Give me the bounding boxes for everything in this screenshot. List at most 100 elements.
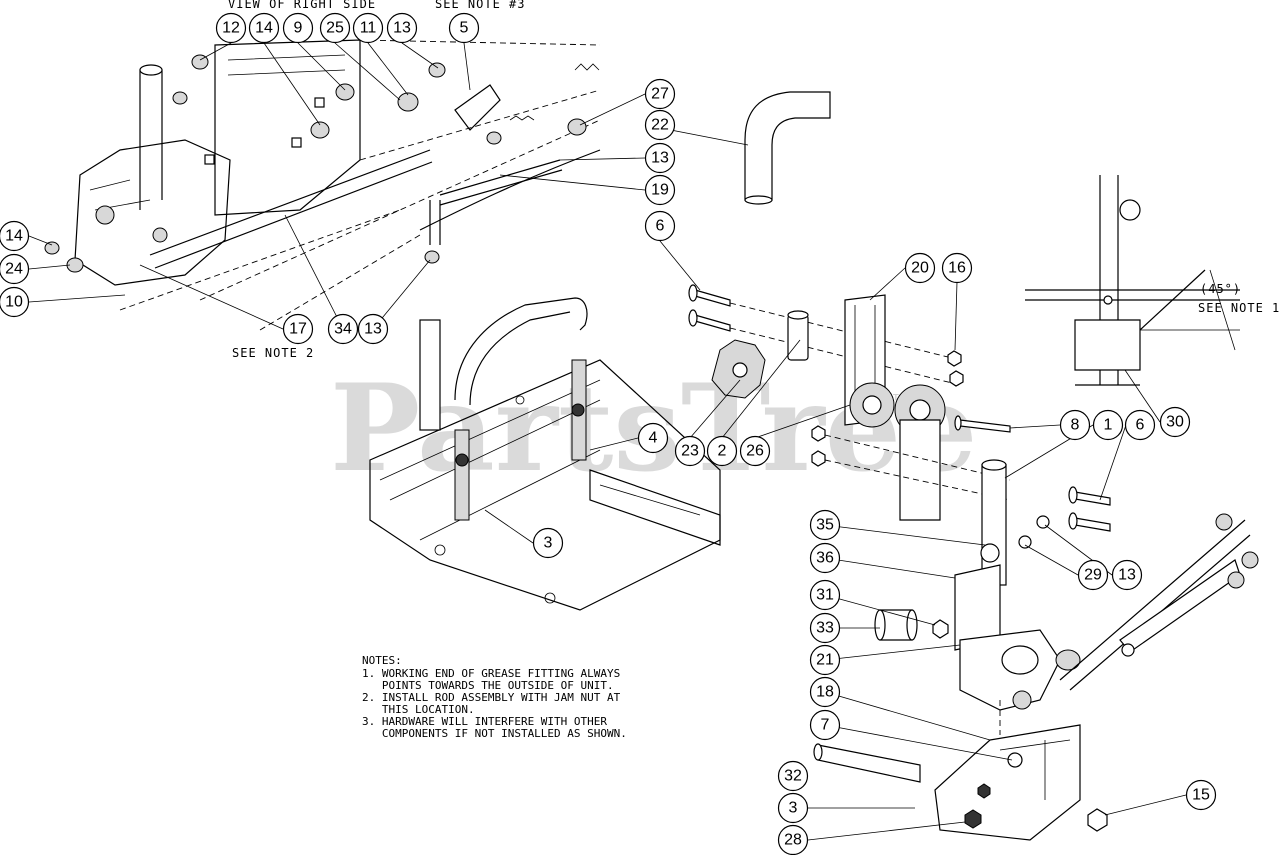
callout-number: 13 (393, 20, 411, 37)
note-line-3: 2. INSTALL ROD ASSEMBLY WITH JAM NUT AT (362, 691, 621, 704)
callout-number: 16 (948, 260, 966, 277)
callout-number: 7 (821, 717, 830, 734)
callout-18: 18 (809, 676, 841, 708)
callout-number: 31 (816, 587, 834, 604)
callout-number: 29 (1084, 567, 1102, 584)
callout-number: 6 (656, 218, 665, 235)
callout-number: 13 (364, 321, 382, 338)
top-left-assembly (44, 39, 601, 331)
callout-number: 3 (789, 800, 798, 817)
callout-13: 13 (357, 313, 389, 345)
callout-number: 27 (651, 86, 669, 103)
middle-exploded-parts (688, 284, 1011, 521)
callout-number: 3 (544, 535, 553, 552)
callout-16: 16 (941, 252, 973, 284)
note-line-5: 3. HARDWARE WILL INTERFERE WITH OTHER (362, 715, 607, 728)
see-note-3-label: SEE NOTE #3 (435, 0, 525, 11)
notes-block: NOTES: 1. WORKING END OF GREASE FITTING … (362, 654, 627, 740)
callout-33: 33 (809, 612, 841, 644)
see-note-1-label: SEE NOTE 1 (1198, 301, 1280, 315)
callout-number: 8 (1071, 417, 1080, 434)
callout-2: 2 (706, 435, 738, 467)
see-note-2-label: SEE NOTE 2 (232, 346, 314, 360)
callout-number: 36 (816, 550, 834, 567)
callout-5: 5 (448, 12, 480, 44)
lower-right-assembly (813, 459, 1259, 841)
callout-26: 26 (739, 435, 771, 467)
tube-part-22 (744, 91, 831, 205)
callout-number: 9 (294, 20, 303, 37)
callout-number: 17 (289, 321, 307, 338)
callout-number: 34 (334, 321, 352, 338)
leader-lines (28, 42, 1187, 841)
callout-4: 4 (637, 422, 669, 454)
callout-34: 34 (327, 313, 359, 345)
callout-30: 30 (1159, 406, 1191, 438)
callout-number: 11 (360, 20, 377, 37)
callout-number: 14 (5, 228, 23, 245)
notes-heading: NOTES: (362, 654, 402, 667)
callout-9: 9 (282, 12, 314, 44)
middle-frame-assembly (369, 297, 721, 611)
callout-22: 22 (644, 109, 676, 141)
callout-32: 32 (777, 760, 809, 792)
callout-number: 6 (1136, 417, 1145, 434)
callout-number: 26 (746, 443, 764, 460)
callout-35: 35 (809, 509, 841, 541)
callout-7: 7 (809, 709, 841, 741)
callout-number: 32 (784, 768, 802, 785)
callout-number: 30 (1166, 414, 1184, 431)
note-line-1: 1. WORKING END OF GREASE FITTING ALWAYS (362, 667, 620, 680)
callout-number: 35 (816, 517, 834, 534)
callout-number: 28 (784, 832, 802, 849)
note-line-4: THIS LOCATION. (362, 703, 475, 716)
callout-25: 25 (319, 12, 351, 44)
callout-number: 22 (651, 117, 669, 134)
callout-number: 5 (460, 20, 469, 37)
callout-28: 28 (777, 824, 809, 855)
callout-number: 25 (326, 20, 344, 37)
callout-20: 20 (904, 252, 936, 284)
callout-13: 13 (386, 12, 418, 44)
callout-15: 15 (1185, 779, 1217, 811)
callout-31: 31 (809, 579, 841, 611)
callout-number: 13 (651, 150, 669, 167)
callout-12: 12 (215, 12, 247, 44)
callout-number: 13 (1118, 567, 1136, 584)
note-line-2: POINTS TOWARDS THE OUTSIDE OF UNIT. (362, 679, 614, 692)
callout-number: 14 (255, 20, 273, 37)
note-line-6: COMPONENTS IF NOT INSTALLED AS SHOWN. (362, 727, 627, 740)
callout-19: 19 (644, 174, 676, 206)
callout-number: 1 (1104, 417, 1113, 434)
callout-13: 13 (1111, 559, 1143, 591)
callout-number: 19 (651, 182, 669, 199)
callout-number: 15 (1192, 787, 1210, 804)
view-right-side-label: VIEW OF RIGHT SIDE (228, 0, 376, 11)
callout-14: 14 (0, 220, 30, 252)
callout-number: 4 (649, 430, 658, 447)
callout-29: 29 (1077, 559, 1109, 591)
callout-number: 20 (911, 260, 929, 277)
callout-number: 2 (718, 443, 727, 460)
callout-number: 24 (5, 261, 23, 278)
callout-8: 8 (1059, 409, 1091, 441)
callout-number: 12 (222, 20, 240, 37)
callout-14: 14 (248, 12, 280, 44)
callout-11: 11 (352, 12, 384, 44)
callout-number: 33 (816, 620, 834, 637)
callout-3: 3 (532, 527, 564, 559)
callout-13: 13 (644, 142, 676, 174)
angle-label: (45°) (1200, 282, 1241, 296)
callout-23: 23 (674, 435, 706, 467)
callout-number: 23 (681, 443, 699, 460)
callout-3: 3 (777, 792, 809, 824)
callout-21: 21 (809, 644, 841, 676)
callout-17: 17 (282, 313, 314, 345)
callout-10: 10 (0, 286, 30, 318)
callout-number: 21 (816, 652, 834, 669)
callout-24: 24 (0, 253, 30, 285)
right-detail-view (1025, 175, 1240, 386)
callout-number: 10 (5, 294, 23, 311)
